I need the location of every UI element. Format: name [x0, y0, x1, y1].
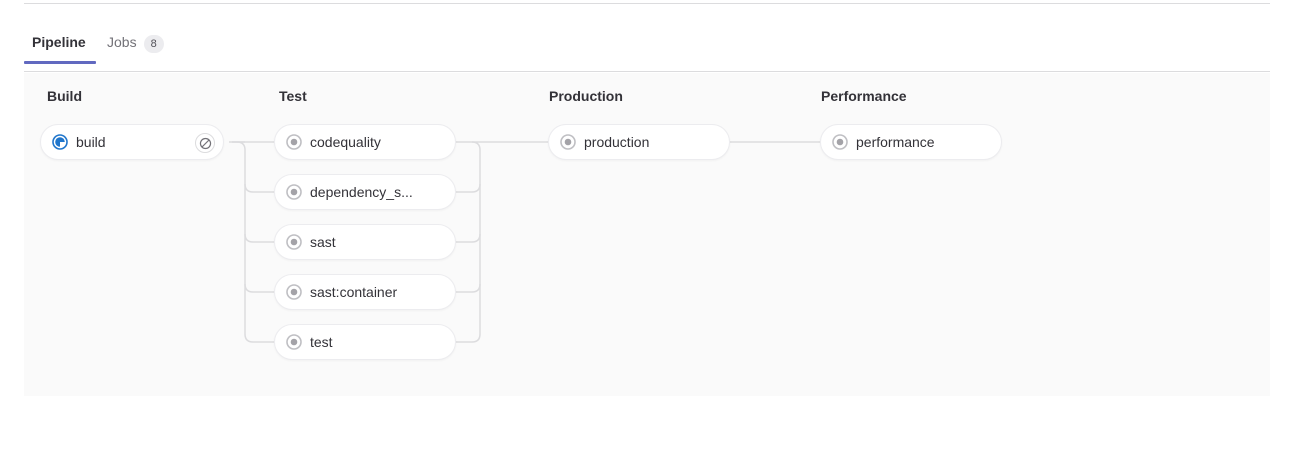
job-node-performance[interactable]: performance	[820, 124, 1002, 160]
tab-pipeline-label: Pipeline	[32, 34, 86, 50]
stage-title-test: Test	[279, 88, 307, 104]
top-divider	[24, 3, 1270, 4]
stage-test-jobs: codequality dependency_s... sast	[274, 124, 456, 374]
status-running-icon	[52, 134, 68, 150]
stage-title-performance: Performance	[821, 88, 907, 104]
stage-build-jobs: build	[40, 124, 224, 174]
job-name-codequality: codequality	[310, 134, 381, 150]
stage-title-build: Build	[47, 88, 82, 104]
status-created-icon	[286, 134, 302, 150]
tab-bar: Pipeline Jobs 8	[0, 25, 1300, 72]
tab-jobs-count-badge: 8	[143, 35, 164, 53]
status-created-icon	[286, 284, 302, 300]
tab-bar-underline	[24, 71, 1270, 72]
status-created-icon	[832, 134, 848, 150]
job-name-sast: sast	[310, 234, 336, 250]
job-node-sast-container[interactable]: sast:container	[274, 274, 456, 310]
status-created-icon	[560, 134, 576, 150]
job-node-sast[interactable]: sast	[274, 224, 456, 260]
pipeline-graph: Build build Test	[24, 73, 1270, 396]
stage-performance-jobs: performance	[820, 124, 1002, 174]
job-node-build[interactable]: build	[40, 124, 224, 160]
status-created-icon	[286, 184, 302, 200]
job-name-test: test	[310, 334, 333, 350]
cancel-icon[interactable]	[195, 133, 215, 153]
tab-jobs-label: Jobs	[107, 34, 137, 50]
stage-production-jobs: production	[548, 124, 730, 174]
tab-pipeline[interactable]: Pipeline	[24, 25, 96, 72]
job-name-performance: performance	[856, 134, 935, 150]
job-node-dependency-scanning[interactable]: dependency_s...	[274, 174, 456, 210]
job-name-sast-container: sast:container	[310, 284, 398, 300]
pipeline-connectors	[229, 141, 820, 343]
job-node-production[interactable]: production	[548, 124, 730, 160]
job-name-build: build	[76, 134, 106, 150]
job-node-test[interactable]: test	[274, 324, 456, 360]
job-name-production: production	[584, 134, 650, 150]
stage-title-production: Production	[549, 88, 623, 104]
status-created-icon	[286, 334, 302, 350]
status-created-icon	[286, 234, 302, 250]
tab-jobs[interactable]: Jobs 8	[107, 25, 164, 72]
job-name-dependency-scanning: dependency_s...	[310, 184, 413, 200]
tab-active-indicator	[24, 61, 96, 64]
job-node-codequality[interactable]: codequality	[274, 124, 456, 160]
